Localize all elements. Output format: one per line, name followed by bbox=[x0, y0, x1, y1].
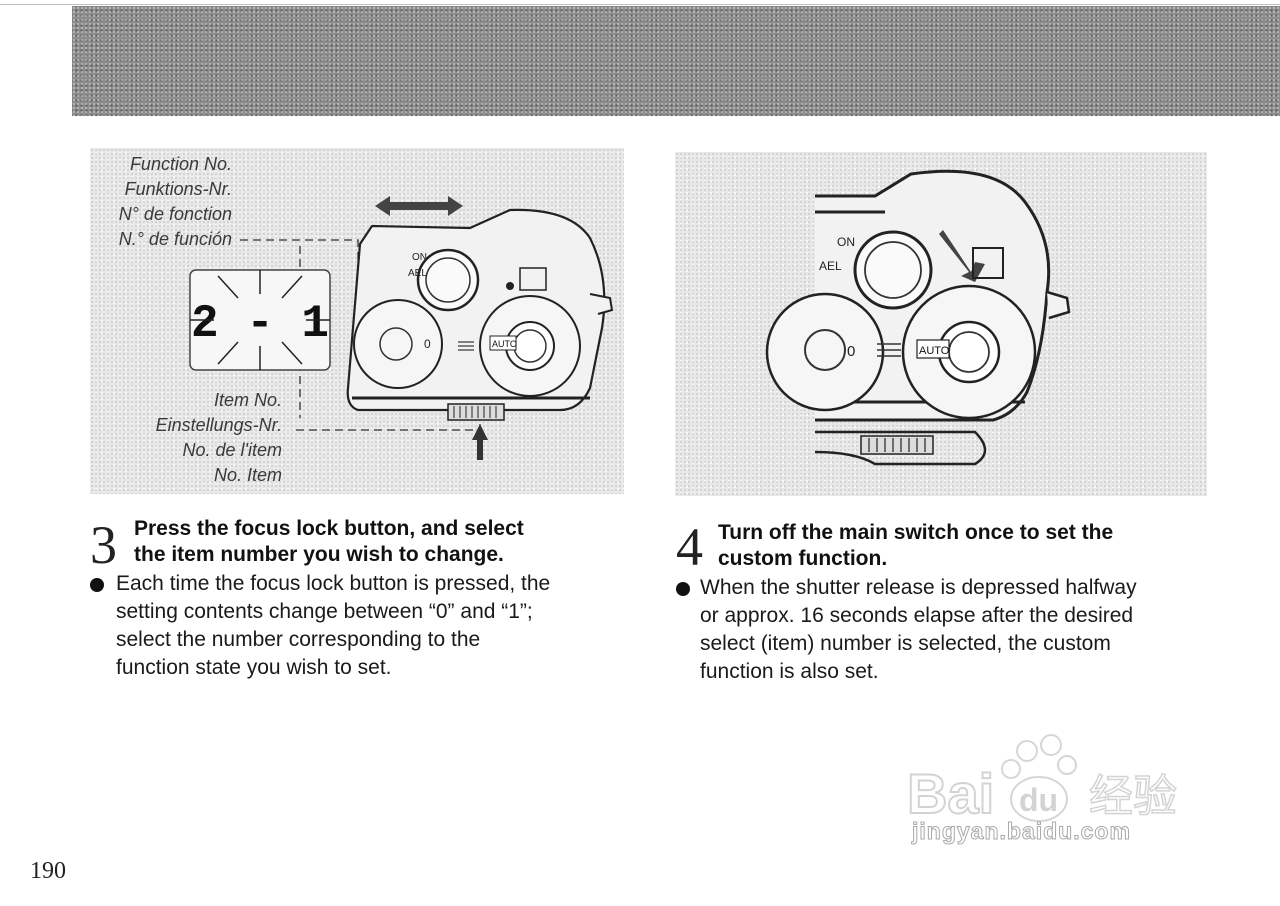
step3-title-line2: the item number you wish to change. bbox=[134, 543, 504, 566]
shutter-release bbox=[416, 248, 480, 312]
bullet-icon bbox=[676, 582, 690, 596]
step3-body-line2: setting contents change between “0” and … bbox=[116, 600, 533, 623]
step4-body-line4: function is also set. bbox=[700, 660, 879, 683]
lcd-digits: 2 - 1 bbox=[191, 298, 329, 350]
camera-top-illustration-right: ON AEL 0 AUTO bbox=[765, 169, 1071, 466]
bullet-icon bbox=[90, 578, 104, 592]
step4-title-line1: Turn off the main switch once to set the bbox=[718, 521, 1114, 544]
svg-text:0: 0 bbox=[847, 343, 855, 360]
step3-body-line4: function state you wish to set. bbox=[116, 656, 392, 679]
step-number-4: 4 bbox=[676, 517, 703, 577]
step4-body-line1: When the shutter release is depressed ha… bbox=[700, 576, 1137, 599]
step3-title-line1: Press the focus lock button, and select bbox=[134, 517, 524, 540]
svg-text:经验: 经验 bbox=[1089, 771, 1177, 822]
step3-body-line3: select the number corresponding to the bbox=[116, 628, 481, 651]
baidu-watermark-logo: Bai du 经验 bbox=[906, 734, 1178, 826]
step4-body-line2: or approx. 16 seconds elapse after the d… bbox=[700, 604, 1134, 627]
exposure-comp-dial bbox=[353, 299, 443, 389]
exposure-comp-dial bbox=[765, 292, 885, 412]
focus-lock-button bbox=[860, 435, 934, 455]
on-label: ON bbox=[837, 235, 855, 249]
label-function-no-en: Function No. bbox=[129, 154, 232, 174]
step3-body-line1: Each time the focus lock button is press… bbox=[116, 572, 551, 595]
figure-step3: Function No. Funktions-Nr. N° de fonctio… bbox=[90, 148, 624, 494]
top-rule bbox=[0, 4, 1280, 5]
up-arrow-icon bbox=[472, 424, 488, 460]
shutter-release bbox=[853, 230, 933, 310]
label-item-no-de: Einstellungs-Nr. bbox=[155, 415, 282, 435]
label-function-no-es: N.° de función bbox=[118, 229, 232, 249]
watermark-url: jingyan.baidu.com bbox=[912, 818, 1131, 845]
step4-body-line3: select (item) number is selected, the cu… bbox=[700, 632, 1111, 655]
label-function-no-fr: N° de fonction bbox=[118, 204, 232, 224]
ael-label: AEL bbox=[819, 259, 842, 273]
on-label: ON bbox=[412, 252, 427, 263]
step4-title-line2: custom function. bbox=[718, 547, 888, 570]
svg-text:0: 0 bbox=[424, 337, 431, 351]
step-number-3: 3 bbox=[90, 515, 117, 575]
camera-top-illustration-left: 2 - 1 ON AEL 0 AUTO bbox=[189, 196, 614, 460]
svg-text:Bai: Bai bbox=[907, 762, 994, 825]
svg-text:du: du bbox=[1019, 782, 1058, 818]
double-arrow-icon bbox=[375, 196, 463, 216]
label-item-no-en: Item No. bbox=[213, 390, 282, 410]
page-number: 190 bbox=[30, 858, 66, 884]
auto-label: AUTO bbox=[492, 339, 517, 349]
auto-label: AUTO bbox=[919, 345, 950, 357]
label-item-no-fr: No. de l'item bbox=[182, 440, 282, 460]
label-function-no-de: Funktions-Nr. bbox=[124, 179, 232, 199]
label-item-no-es: No. Item bbox=[213, 465, 282, 485]
ael-label: AEL bbox=[408, 268, 427, 279]
figure-step4: ON AEL 0 AUTO bbox=[675, 152, 1207, 496]
header-band bbox=[72, 6, 1280, 116]
